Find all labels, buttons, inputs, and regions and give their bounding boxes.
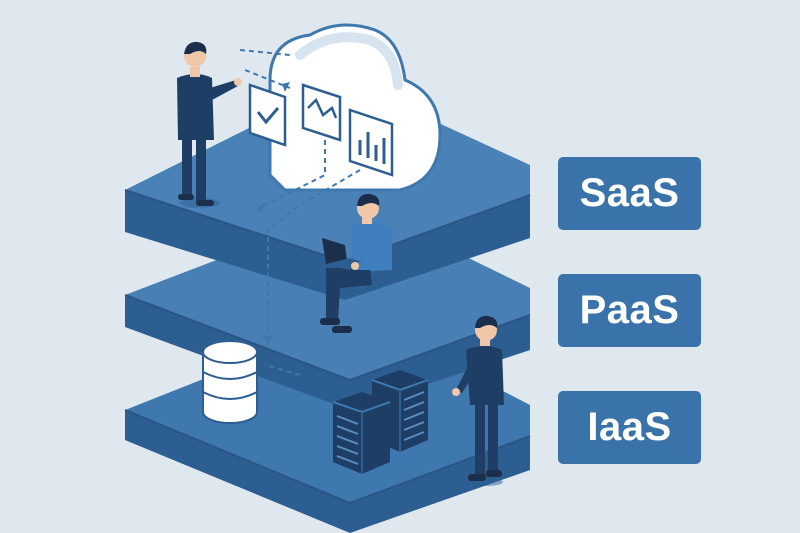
arrow-head-3 bbox=[263, 336, 273, 345]
arrow-head-1 bbox=[282, 82, 290, 92]
arrow-head-2 bbox=[255, 203, 264, 213]
cloud-icon bbox=[268, 23, 442, 192]
arrow-head-4 bbox=[324, 465, 333, 475]
server-rack-icon bbox=[332, 370, 429, 474]
seated-man-figure bbox=[320, 193, 392, 333]
bar-chart-icon bbox=[348, 108, 394, 177]
database-icon bbox=[202, 340, 258, 424]
iaas-label: IaaS bbox=[558, 391, 701, 464]
line-chart-icon bbox=[301, 83, 342, 142]
paas-label: PaaS bbox=[558, 274, 701, 347]
server-technician-figure bbox=[452, 315, 504, 486]
checkbox-document-icon bbox=[248, 83, 287, 147]
saas-label: SaaS bbox=[558, 157, 701, 230]
standing-man-figure bbox=[177, 41, 242, 208]
